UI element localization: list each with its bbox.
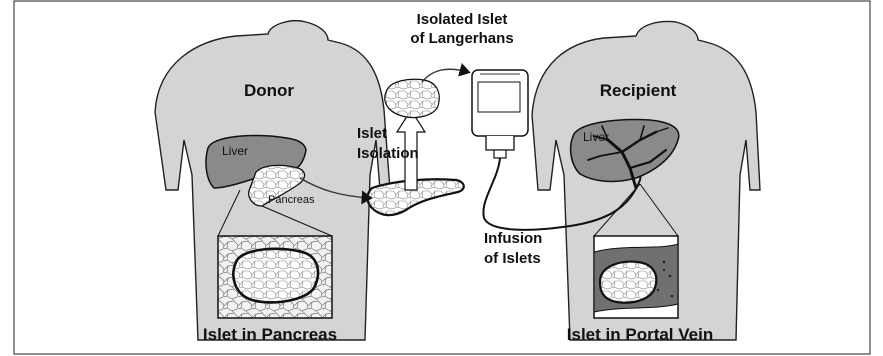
isolated-islet — [385, 79, 439, 117]
portal-vein-inset — [594, 236, 678, 318]
frame — [14, 1, 870, 354]
recipient-liver-label: Liver — [583, 130, 609, 144]
isolated-islet-title-line2: of Langerhans — [410, 30, 513, 47]
infusion-line2: of Islets — [484, 250, 541, 267]
islet-in-pancreas-caption: Islet in Pancreas — [203, 325, 337, 344]
infusion-line1: Infusion — [484, 230, 542, 247]
donor-liver-label: Liver — [222, 144, 248, 158]
pancreas-inset — [218, 236, 332, 318]
islet-in-portal-vein-caption: Islet in Portal Vein — [567, 325, 713, 344]
islet-isolation-line1: Islet — [357, 125, 387, 142]
recipient-label: Recipient — [600, 81, 677, 100]
isolated-islet-title-line1: Isolated Islet — [417, 11, 508, 28]
donor-label: Donor — [244, 81, 294, 100]
pancreas-label: Pancreas — [268, 194, 315, 206]
islet-isolation-line2: Isolation — [357, 145, 419, 162]
